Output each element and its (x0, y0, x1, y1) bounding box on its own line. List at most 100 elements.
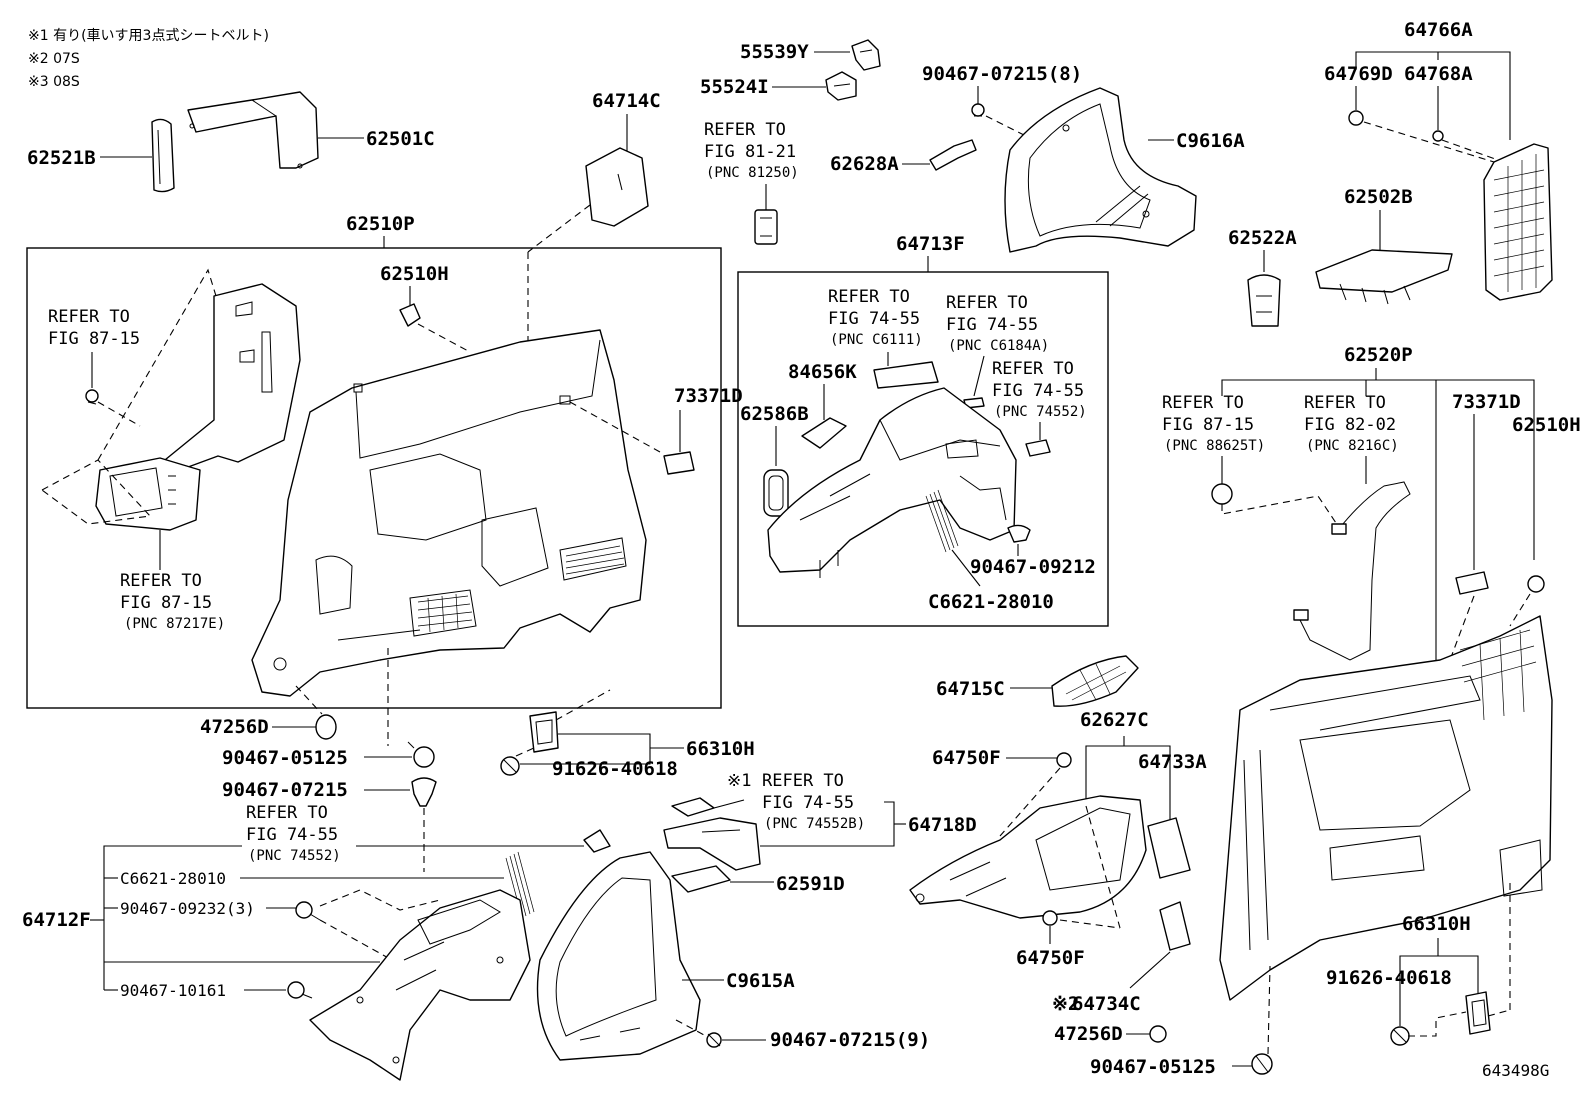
label-64750f-b[interactable]: 64750F (1016, 947, 1085, 969)
label-64733a[interactable]: 64733A (1138, 751, 1207, 773)
refer-fig-82-02[interactable]: REFER TO FIG 82-02 (PNC 8216C) (1304, 393, 1399, 454)
label-91626-40618-b[interactable]: 91626-40618 (1326, 967, 1452, 989)
part-vent-bezel[interactable] (95, 457, 201, 531)
part-label-74552[interactable] (1025, 439, 1051, 457)
part-clip-62510h[interactable] (399, 303, 421, 327)
part-c6621-28010-label[interactable] (925, 489, 959, 553)
part-73371d-b[interactable] (1455, 571, 1489, 595)
refer-fig-74-55-74552-box[interactable]: REFER TO FIG 74-55 (PNC 74552) (992, 359, 1087, 420)
part-c9616a[interactable] (1004, 87, 1197, 253)
label-62502b[interactable]: 62502B (1344, 186, 1413, 208)
label-90467-07215[interactable]: 90467-07215 (222, 779, 348, 801)
label-90467-09232-3[interactable]: 90467-09232(3) (120, 899, 255, 918)
label-64750f[interactable]: 64750F (932, 747, 1001, 769)
label-62520p[interactable]: 62520P (1344, 344, 1413, 366)
part-64768a[interactable] (1432, 130, 1444, 142)
label-73371d[interactable]: 73371D (674, 385, 743, 407)
label-90467-09212[interactable]: 90467-09212 (970, 556, 1096, 578)
part-47256d[interactable] (315, 714, 337, 740)
label-62591d[interactable]: 62591D (776, 873, 845, 895)
label-62522a[interactable]: 62522A (1228, 227, 1297, 249)
label-90467-07215-9[interactable]: 90467-07215(9) (770, 1029, 930, 1051)
label-90467-07215-8[interactable]: 90467-07215(8) (922, 63, 1082, 85)
label-c9616a[interactable]: C9616A (1176, 130, 1245, 152)
part-64712f-panel[interactable] (309, 889, 531, 1081)
part-clip-90467-07215-9[interactable] (706, 1032, 722, 1048)
part-62502b[interactable] (1315, 249, 1453, 305)
part-label-c6111[interactable] (873, 361, 939, 389)
refer-fig-74-55-c6111[interactable]: REFER TO FIG 74-55 (PNC C6111) (828, 287, 923, 348)
label-47256d-b[interactable]: 47256D (1054, 1023, 1123, 1045)
part-clip-90467-09232[interactable] (295, 901, 321, 921)
label-90467-10161[interactable]: 90467-10161 (120, 981, 226, 1000)
part-clip-90467-07215[interactable] (411, 777, 437, 807)
part-clip-90467-05125[interactable] (407, 741, 435, 768)
part-62591d[interactable] (671, 865, 731, 893)
label-64714c[interactable]: 64714C (592, 90, 661, 112)
part-seatbelt-anchor[interactable] (754, 209, 778, 245)
part-55539y[interactable] (851, 39, 881, 71)
label-66310h[interactable]: 66310H (686, 738, 755, 760)
part-64713f-panel[interactable] (767, 387, 1017, 578)
label-62628a[interactable]: 62628A (830, 153, 899, 175)
label-64768a[interactable]: 64768A (1404, 63, 1473, 85)
label-62501c[interactable]: 62501C (366, 128, 435, 150)
label-55539y[interactable]: 55539Y (740, 41, 809, 63)
part-66310h-b[interactable] (1465, 991, 1491, 1035)
label-64734c[interactable]: 64734C (1072, 993, 1141, 1015)
label-47256d[interactable]: 47256D (200, 716, 269, 738)
part-clip-90467-05125-b[interactable] (1251, 1053, 1273, 1075)
refer-fig-87-15-right[interactable]: REFER TO FIG 87-15 (PNC 88625T) (1162, 393, 1265, 454)
part-label-74552-bottom[interactable] (583, 829, 611, 853)
label-62521b[interactable]: 62521B (27, 147, 96, 169)
part-clip-90467-10161[interactable] (287, 981, 313, 999)
label-91626-40618[interactable]: 91626-40618 (552, 758, 678, 780)
label-66310h-b[interactable]: 66310H (1402, 913, 1471, 935)
part-62521b[interactable] (151, 118, 175, 193)
part-c6621-28010-label-b[interactable] (505, 851, 535, 919)
part-62501c[interactable] (187, 91, 319, 169)
label-62510h-b[interactable]: 62510H (1512, 414, 1581, 436)
refer-fig-74-55-74552b[interactable]: ※1 REFER TO FIG 74-55 (PNC 74552B) (727, 771, 865, 832)
part-clip-fig-87-15[interactable] (85, 389, 99, 405)
refer-fig-87-15-bottom[interactable]: REFER TO FIG 87-15 (PNC 87217E) (120, 571, 225, 632)
part-64718d[interactable] (663, 817, 761, 871)
refer-fig-87-15-top[interactable]: REFER TO FIG 87-15 (48, 307, 140, 349)
part-64714c[interactable] (585, 147, 649, 227)
part-62628a[interactable] (929, 139, 977, 171)
part-55524i[interactable] (825, 71, 857, 101)
part-62520p-panel[interactable] (1219, 615, 1553, 1001)
part-62522a[interactable] (1247, 274, 1281, 327)
part-clip-88625t[interactable] (1211, 483, 1233, 505)
part-62510p-panel[interactable] (251, 329, 647, 697)
label-64715c[interactable]: 64715C (936, 678, 1005, 700)
part-label-74552b[interactable] (671, 797, 715, 817)
label-73371d-b[interactable]: 73371D (1452, 391, 1521, 413)
part-pillar-trim-left[interactable] (159, 283, 301, 471)
label-64734c-group[interactable]: ※2 64734C (1052, 993, 1141, 1015)
part-66310h[interactable] (529, 711, 559, 753)
label-c6621-28010-b[interactable]: C6621-28010 (120, 869, 226, 888)
label-90467-05125[interactable]: 90467-05125 (222, 747, 348, 769)
part-64766a[interactable] (1483, 143, 1553, 301)
part-64769d[interactable] (1348, 110, 1364, 126)
label-62586b[interactable]: 62586B (740, 403, 809, 425)
label-c9615a[interactable]: C9615A (726, 970, 795, 992)
part-73371d[interactable] (663, 451, 695, 475)
refer-fig-74-55-c6184a[interactable]: REFER TO FIG 74-55 (PNC C6184A) (946, 293, 1049, 354)
part-clip-91626-40618-b[interactable] (1390, 1026, 1410, 1046)
part-84656k[interactable] (801, 417, 847, 449)
part-clip-90467-07215-8[interactable] (971, 103, 985, 117)
label-62627c[interactable]: 62627C (1080, 709, 1149, 731)
label-90467-05125-b[interactable]: 90467-05125 (1090, 1056, 1216, 1078)
part-62586b[interactable] (763, 469, 789, 517)
part-c9615a[interactable] (536, 851, 701, 1061)
part-62627c-panel[interactable] (909, 795, 1147, 919)
label-55524i[interactable]: 55524I (700, 76, 769, 98)
part-47256d-b[interactable] (1149, 1025, 1167, 1043)
part-clip-91626-40618[interactable] (500, 756, 520, 776)
label-64712f[interactable]: 64712F (22, 909, 91, 931)
part-64734c[interactable] (1159, 901, 1191, 951)
label-62510h[interactable]: 62510H (380, 263, 449, 285)
refer-fig-81-21[interactable]: REFER TO FIG 81-21 (PNC 81250) (704, 120, 799, 181)
